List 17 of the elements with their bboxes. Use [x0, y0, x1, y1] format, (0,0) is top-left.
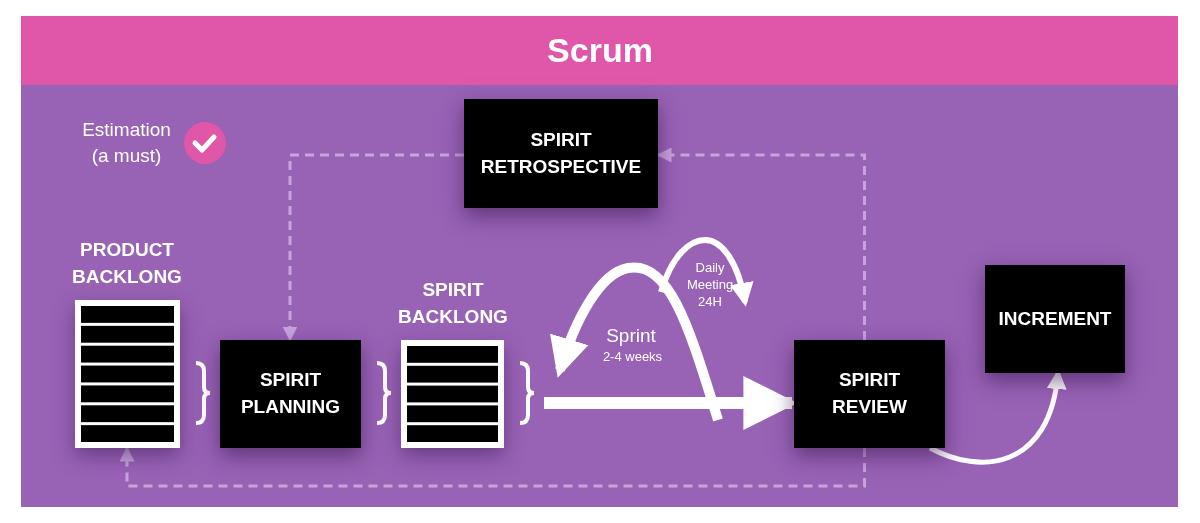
phase-label: Daily Meeting 24H [685, 259, 735, 310]
phase-label: Sprint [605, 324, 657, 348]
box-label: SPIRIT PLANNING [239, 368, 342, 419]
box-label: SPIRIT REVIEW [831, 368, 908, 419]
process-box [464, 99, 658, 208]
box-label: INCREMENT [997, 306, 1113, 331]
process-box [220, 340, 361, 448]
dashed-arrow [119, 446, 866, 488]
list-heading: PRODUCT BACKLONG [71, 238, 183, 289]
dashed-arrow [282, 153, 464, 342]
process-box [985, 265, 1125, 373]
note-text: Estimation (a must) [81, 118, 172, 168]
list-heading: SPIRIT BACKLONG [397, 278, 509, 329]
duration-label: 2-4 weeks [601, 349, 664, 365]
box-label: SPIRIT RETROSPECTIVE [479, 127, 643, 179]
process-box [794, 340, 945, 448]
diagram-title: Scrum [546, 30, 654, 71]
